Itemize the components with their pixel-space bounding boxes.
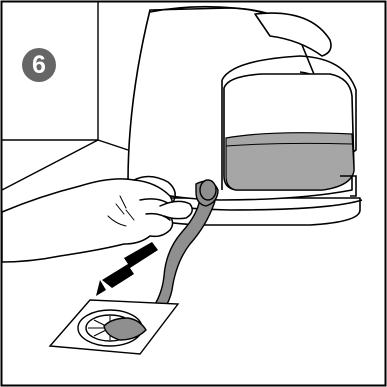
floor-drain-icon xyxy=(50,300,178,354)
room-corner xyxy=(2,2,128,190)
step-number-badge: 6 xyxy=(22,48,56,82)
pull-arrow-icon xyxy=(96,242,158,296)
water-tank-icon xyxy=(224,74,356,196)
